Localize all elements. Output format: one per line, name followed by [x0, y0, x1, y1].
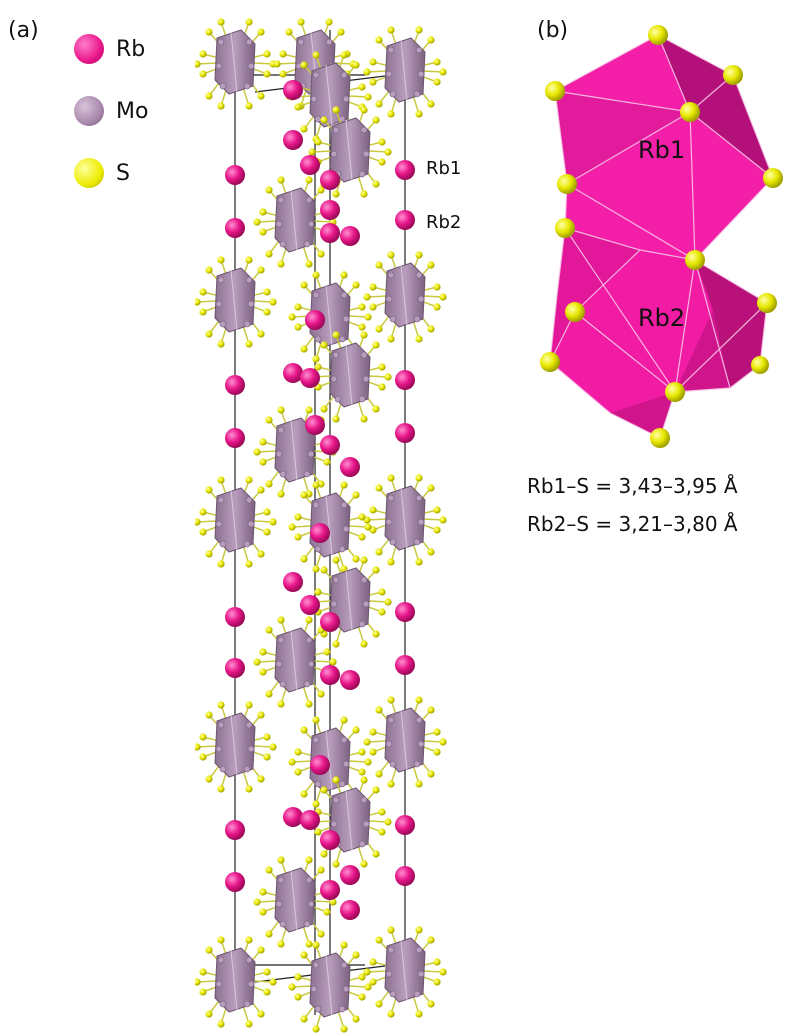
rb-atoms	[225, 80, 415, 920]
mo-cluster	[253, 616, 337, 708]
rb-atom	[395, 602, 415, 622]
legend-item-s: S	[74, 142, 148, 204]
mo-cluster	[308, 556, 392, 648]
rb-atom	[395, 210, 415, 230]
rb-atom	[395, 866, 415, 886]
mo-cluster	[288, 941, 372, 1033]
rb-atom	[225, 218, 245, 238]
rb-atom	[225, 607, 245, 627]
rb-atom	[320, 223, 340, 243]
rb-atom	[225, 375, 245, 395]
mo6s14-clusters	[195, 18, 447, 1033]
rb1-polyhedron	[555, 35, 773, 260]
mo-cluster	[363, 26, 447, 118]
panel-b-label: (b)	[537, 18, 569, 43]
s-atom-icon	[74, 158, 104, 188]
mo-cluster	[288, 716, 372, 808]
mo-cluster	[253, 176, 337, 268]
rb-atom	[300, 595, 320, 615]
distance-rb2-s: Rb2–S = 3,21–3,80 Å	[527, 512, 738, 536]
rb-atom	[320, 170, 340, 190]
rb-atom	[310, 523, 330, 543]
site-label-rb2: Rb2	[426, 212, 462, 233]
rb-atom	[395, 160, 415, 180]
mo-cluster	[308, 776, 392, 868]
rb-coordination-polyhedra	[540, 25, 783, 448]
mo-atom-icon	[74, 96, 104, 126]
legend-item-mo: Mo	[74, 80, 148, 142]
rb-atom	[320, 880, 340, 900]
rb-atom	[320, 612, 340, 632]
sulfur-vertices	[540, 25, 783, 448]
rb-atom	[395, 370, 415, 390]
legend-label: Rb	[116, 36, 146, 62]
rb-atom-icon	[74, 34, 104, 64]
legend-label: Mo	[116, 98, 149, 124]
rb-atom	[225, 658, 245, 678]
polyhedron-edges	[549, 34, 774, 439]
rb-atom	[283, 80, 303, 100]
polyhedron-label-rb2: Rb2	[638, 304, 686, 332]
rb-atom	[225, 820, 245, 840]
rb-atom	[310, 755, 330, 775]
rb-atom	[320, 830, 340, 850]
mo-cluster	[195, 936, 277, 1028]
rb-atom	[225, 428, 245, 448]
mo-cluster	[195, 18, 277, 110]
site-label-rb1: Rb1	[426, 158, 462, 179]
rb-atom	[305, 415, 325, 435]
mo-cluster	[363, 251, 447, 343]
rb-atom	[283, 807, 303, 827]
legend-item-rb: Rb	[74, 18, 148, 80]
rb-atom	[300, 810, 320, 830]
panel-a-label: (a)	[8, 18, 39, 43]
rb-atom	[283, 130, 303, 150]
distance-rb1-s: Rb1–S = 3,43–3,95 Å	[527, 474, 738, 498]
rb-atom	[300, 155, 320, 175]
mo-cluster	[195, 701, 277, 793]
crystal-structure-view	[195, 18, 447, 1033]
rb-atom	[225, 872, 245, 892]
rb-atom	[320, 665, 340, 685]
rb-atom	[395, 655, 415, 675]
rb-atom	[340, 226, 360, 246]
mo-cluster	[363, 696, 447, 788]
rb-atom	[305, 310, 325, 330]
rb-atom	[320, 200, 340, 220]
legend-label: S	[116, 160, 130, 186]
rb-atom	[340, 670, 360, 690]
rb2-polyhedron	[550, 228, 767, 438]
mo-cluster	[363, 474, 447, 566]
rb-atom	[340, 900, 360, 920]
mo-cluster	[288, 271, 372, 363]
rb-atom	[340, 865, 360, 885]
legend: Rb Mo S	[74, 18, 148, 204]
mo-cluster	[195, 256, 277, 348]
rb-atom	[395, 423, 415, 443]
rb-atom	[283, 572, 303, 592]
rb-atom	[283, 363, 303, 383]
rb-atom	[225, 165, 245, 185]
polyhedron-label-rb1: Rb1	[638, 136, 686, 164]
mo-cluster	[253, 856, 337, 948]
rb-atom	[320, 435, 340, 455]
mo-cluster	[308, 331, 392, 423]
mo-cluster	[195, 476, 277, 568]
rb-atom	[395, 815, 415, 835]
mo-cluster	[363, 926, 447, 1018]
rb-atom	[300, 368, 320, 388]
rb-atom	[340, 457, 360, 477]
